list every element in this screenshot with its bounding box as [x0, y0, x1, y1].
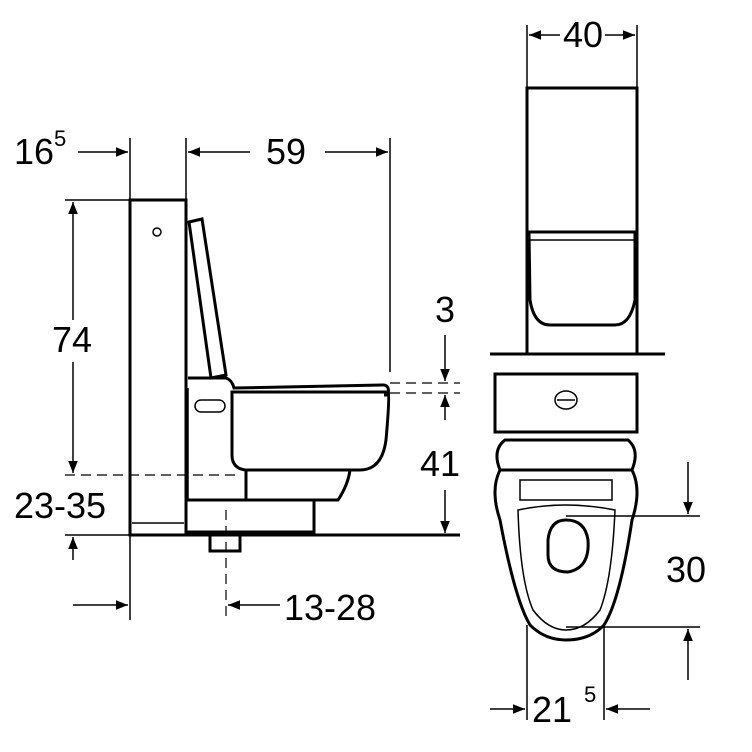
wall-module-top [493, 372, 639, 434]
bowl [230, 390, 391, 472]
dim-seat-gap: 3 [435, 289, 455, 330]
hinge [495, 438, 637, 472]
front-view: 40 [490, 14, 665, 356]
wall-module-front [525, 86, 639, 356]
dim-bowl-width: 21 [532, 689, 572, 730]
dim-floor-range: 23-35 [14, 485, 106, 526]
dim-wall-offset-sup: 5 [54, 126, 66, 151]
dim-drain-range: 13-28 [284, 587, 376, 628]
dim-height: 74 [52, 319, 92, 360]
top-view: 30 21 5 [490, 372, 706, 730]
bowl-outline-top [493, 469, 639, 642]
dim-seat-height: 41 [420, 443, 460, 484]
side-view: 16 5 59 74 23-35 13-28 3 41 [14, 126, 460, 628]
bowl-opening [546, 518, 590, 574]
bowl-front [527, 230, 637, 327]
dim-wall-offset: 16 [14, 131, 54, 172]
dim-depth: 59 [266, 131, 306, 172]
dim-bowl-opening: 30 [666, 549, 706, 590]
dim-bowl-width-sup: 5 [584, 682, 596, 707]
wall-module [128, 198, 188, 537]
drain-pipe [208, 533, 242, 553]
bracket [184, 498, 316, 534]
seat-lid [187, 217, 228, 380]
dim-width-top: 40 [563, 14, 603, 55]
